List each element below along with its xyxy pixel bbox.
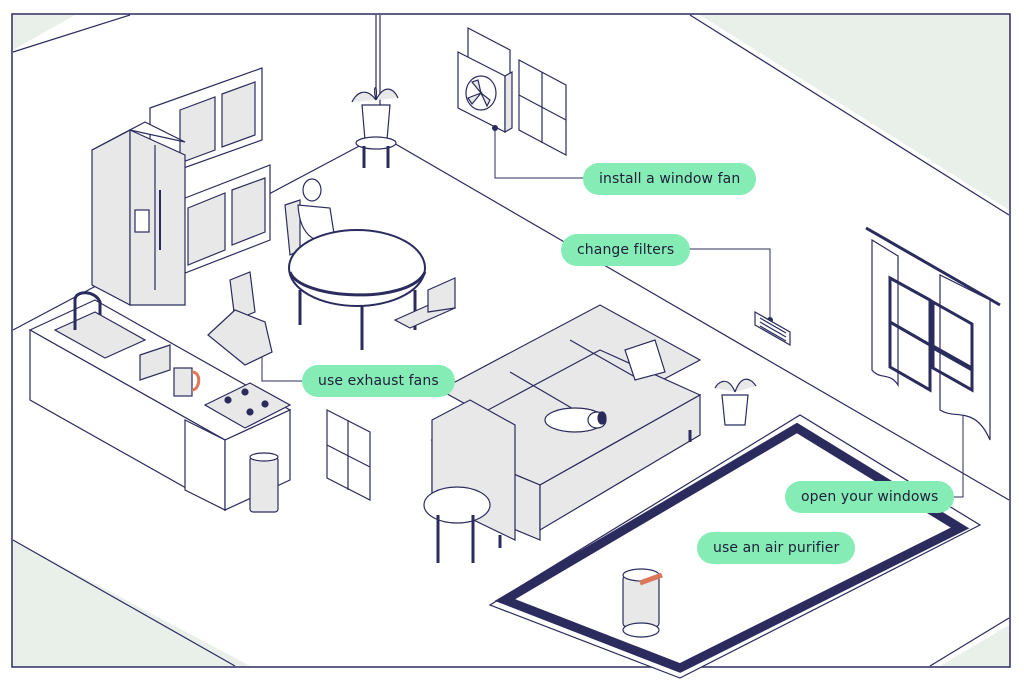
callout-use-air-purifier: use an air purifier	[697, 532, 855, 564]
callout-change-filters: change filters	[561, 234, 690, 266]
callout-open-windows: open your windows	[785, 481, 954, 513]
air-purifier	[623, 569, 662, 637]
callout-install-window-fan: install a window fan	[583, 163, 756, 195]
refrigerator	[92, 122, 185, 305]
callout-use-exhaust-fans: use exhaust fans	[302, 365, 455, 397]
trash-can	[250, 453, 278, 512]
